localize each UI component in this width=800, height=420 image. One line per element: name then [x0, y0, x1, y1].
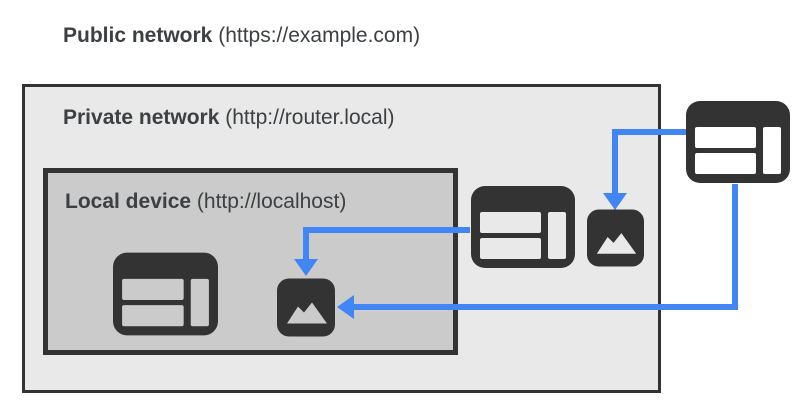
local-device-label: Local device (http://localhost) [65, 189, 346, 215]
arrow-left-icon [337, 295, 354, 319]
browser-window-icon [470, 186, 576, 268]
arrow-public-to-private-segment [612, 129, 618, 193]
browser-window-icon [113, 251, 218, 337]
public-network-url: (https://example.com) [218, 24, 421, 47]
public-network-name: Public network [63, 24, 213, 47]
arrow-private-to-local-segment [306, 227, 470, 233]
local-device-box [43, 168, 458, 355]
local-device-name: Local device [65, 190, 192, 213]
arrow-public-to-private-segment [615, 129, 686, 135]
arrow-down-icon [603, 193, 627, 210]
local-device-url: (http://localhost) [196, 190, 347, 213]
public-network-label: Public network (https://example.com) [63, 23, 420, 49]
private-network-url: (http://router.local) [225, 106, 395, 129]
private-network-label: Private network (http://router.local) [63, 105, 395, 131]
image-resource-icon [277, 278, 335, 337]
image-resource-icon [587, 209, 644, 267]
arrow-public-to-local-segment [354, 304, 738, 310]
private-network-name: Private network [63, 106, 220, 129]
arrow-public-to-local-segment [732, 184, 738, 310]
browser-window-icon [686, 100, 790, 184]
arrow-private-to-local-segment [303, 227, 309, 259]
arrow-down-icon [294, 259, 318, 276]
